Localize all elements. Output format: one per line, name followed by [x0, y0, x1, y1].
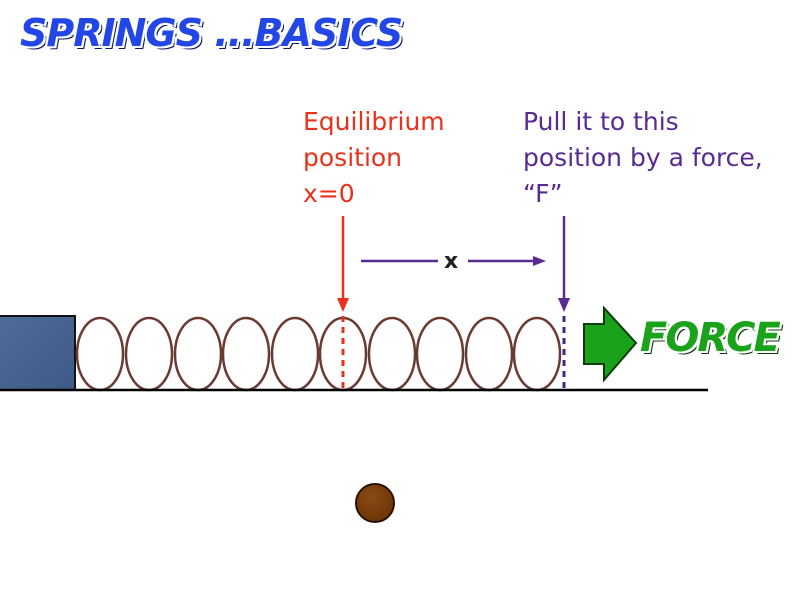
spring-coil	[464, 316, 514, 392]
spring-coil	[367, 316, 417, 392]
spring-coil	[124, 316, 174, 392]
spring-coil	[512, 316, 562, 392]
force-label: FORCE	[640, 315, 781, 361]
equilibrium-label-line-2: position	[303, 143, 403, 172]
displacement-label: x	[444, 249, 459, 274]
spring-coil	[415, 316, 465, 392]
pull-label: Pull it to this position by a force, “F”	[523, 104, 763, 212]
displacement-arrowhead	[533, 256, 546, 266]
arrow-right-icon	[583, 305, 638, 383]
slide-title: SPRINGS ...BASICS	[20, 11, 403, 55]
pull-label-line-2: position by a force,	[523, 143, 763, 172]
wall-block	[0, 315, 76, 391]
equilibrium-label-line-1: Equilibrium	[303, 107, 445, 136]
spring-coils	[75, 316, 562, 392]
pull-arrowhead	[558, 298, 570, 312]
spring-coil	[270, 316, 320, 392]
equilibrium-label-line-3: x=0	[303, 179, 355, 208]
spring-coil	[75, 316, 125, 392]
spring-coil	[221, 316, 271, 392]
spring-coil	[173, 316, 223, 392]
pull-label-line-3: “F”	[523, 179, 563, 208]
equilibrium-arrowhead	[337, 298, 349, 312]
equilibrium-label: Equilibrium position x=0	[303, 104, 445, 212]
pull-label-line-1: Pull it to this	[523, 107, 679, 136]
ball-icon	[355, 483, 395, 523]
